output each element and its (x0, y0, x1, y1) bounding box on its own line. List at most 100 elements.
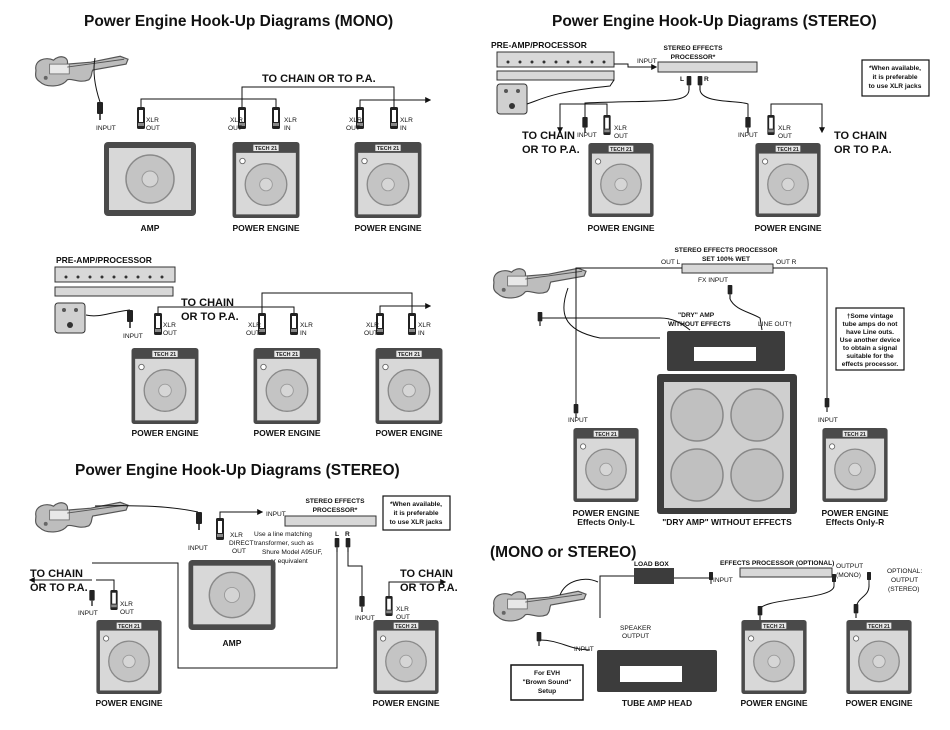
note-text: suitable for the (846, 353, 894, 360)
xlr-plug-icon (154, 313, 162, 335)
jack-icon (127, 310, 133, 328)
xlr-label: XLR (400, 117, 413, 124)
preamp-label: PRE-AMP/PROCESSOR (491, 40, 587, 50)
guitar-icon (35, 501, 129, 533)
stereo-fx-label: STEREO EFFECTS (306, 498, 366, 505)
output-label: OUTPUT (836, 563, 863, 570)
jack-icon (853, 604, 859, 618)
preamp-rack-unit (496, 51, 615, 68)
to-chain-label-line2: OR TO P.A. (30, 582, 88, 594)
note-text: Use another device (840, 337, 901, 344)
optional-label: (STEREO) (888, 586, 920, 593)
power-engine-icon (130, 348, 200, 424)
power-engine-label: POWER ENGINE (587, 223, 654, 233)
note-text: to obtain a signal (843, 345, 897, 352)
fx-optional-label: EFFECTS PROCESSOR (OPTIONAL) (720, 560, 834, 567)
xlr-plug-icon (272, 107, 280, 129)
guitar-icon (35, 55, 129, 87)
dry-amp-caption: "DRY AMP" WITHOUT EFFECTS (662, 517, 792, 527)
stereo-fx-label: STEREO EFFECTS (664, 45, 724, 52)
jack-icon (745, 117, 751, 133)
power-engine-icon (374, 348, 444, 424)
in-label: IN (418, 330, 425, 337)
pedal-icon (54, 302, 86, 334)
effects-processor-unit (657, 61, 758, 73)
optional-label: OUTPUT (891, 577, 918, 584)
line-out-label: LINE OUT† (758, 321, 792, 328)
r-label: R (704, 76, 709, 83)
dry-amp-label: "DRY" AMP (678, 312, 715, 319)
xlr-plug-icon (767, 115, 775, 135)
dry-amp-label: WITHOUT EFFECTS (668, 321, 731, 328)
heading-stereo-top: Power Engine Hook-Up Diagrams (STEREO) (552, 13, 877, 30)
to-chain-label-line1: TO CHAIN (30, 568, 83, 580)
input-label: INPUT (355, 615, 375, 622)
xlr-plug-icon (137, 107, 145, 129)
xlr-note: to use XLR jacks (869, 83, 922, 90)
out-label: OUT (246, 330, 260, 337)
evh-note: For EVH (534, 670, 560, 677)
xlr-label: XLR (778, 125, 791, 132)
guitar-icon (493, 267, 587, 299)
xlr-plug-icon (110, 590, 118, 610)
out-label: OUT (346, 125, 360, 132)
pedal-icon (496, 83, 528, 115)
note-text: tube amps do not (843, 321, 899, 328)
load-box-icon (634, 568, 674, 584)
power-engine-icon (353, 142, 423, 218)
input-label: INPUT (78, 610, 98, 617)
power-engine-icon (754, 143, 822, 217)
jack-icon (697, 76, 703, 90)
to-chain-label-line1: TO CHAIN (181, 297, 234, 309)
input-label: INPUT (818, 417, 838, 424)
load-box-label: LOAD BOX (634, 561, 669, 568)
mono-preamp-diagram: PRE-AMP/PROCESSOR INPUT XLR OUT XLR OUT … (54, 255, 444, 438)
effects-processor-unit (739, 567, 833, 578)
mono-diagram: INPUT XLR OUT XLR OUT XLR IN XLR OUT XLR… (35, 55, 432, 233)
note-text: Use a line matching (254, 531, 312, 538)
to-chain-label-line2: OR TO P.A. (181, 311, 239, 323)
jack-icon (345, 538, 351, 552)
stereo-fx-label: PROCESSOR* (313, 507, 358, 514)
out-label: OUT (120, 609, 134, 616)
rack-unit (54, 286, 174, 297)
to-chain-label-line1: TO CHAIN (834, 130, 887, 142)
power-engine-icon (372, 620, 440, 694)
heading-mono-or-stereo: (MONO or STEREO) (490, 544, 636, 561)
power-engine-label: POWER ENGINE (354, 223, 421, 233)
out-l-label: OUT L (661, 259, 681, 266)
power-engine-icon (572, 428, 640, 502)
power-engine-label: POWER ENGINE (232, 223, 299, 233)
preamp-label: PRE-AMP/PROCESSOR (56, 255, 152, 265)
input-label: INPUT (568, 417, 588, 424)
l-label: L (680, 76, 684, 83)
xlr-label: XLR (366, 322, 379, 329)
note-text: Shure Model A95UF, (262, 549, 323, 556)
jack-icon (97, 102, 103, 120)
amp-icon (187, 560, 277, 630)
xlr-note-box (861, 59, 930, 97)
power-engine-icon (231, 142, 301, 218)
xlr-note: *When available, (869, 65, 921, 72)
jack-icon (686, 76, 692, 90)
power-engine-icon (252, 348, 322, 424)
power-engine-label: POWER ENGINE (372, 698, 439, 708)
xlr-label: XLR (396, 606, 409, 613)
jack-icon (537, 312, 543, 326)
input-label: INPUT (188, 545, 208, 552)
xlr-plug-icon (385, 596, 393, 616)
xlr-label: XLR (284, 117, 297, 124)
power-engine-label: POWER ENGINE (845, 698, 912, 708)
power-engine-label: POWER ENGINE (131, 428, 198, 438)
power-engine-label: POWER ENGINE (572, 508, 639, 518)
guitar-icon (493, 590, 587, 622)
wet-dry-diagram: STEREO EFFECTS PROCESSOR SET 100% WET OU… (493, 247, 905, 527)
vintage-note-box (835, 307, 905, 371)
evh-note-box (510, 664, 584, 701)
jack-icon (359, 596, 365, 612)
effects-only-r-label: Effects Only-R (826, 517, 885, 527)
in-label: IN (300, 330, 307, 337)
xlr-label: XLR (300, 322, 313, 329)
xlr-note: to use XLR jacks (390, 519, 443, 526)
note-text: effects processor. (842, 361, 899, 368)
